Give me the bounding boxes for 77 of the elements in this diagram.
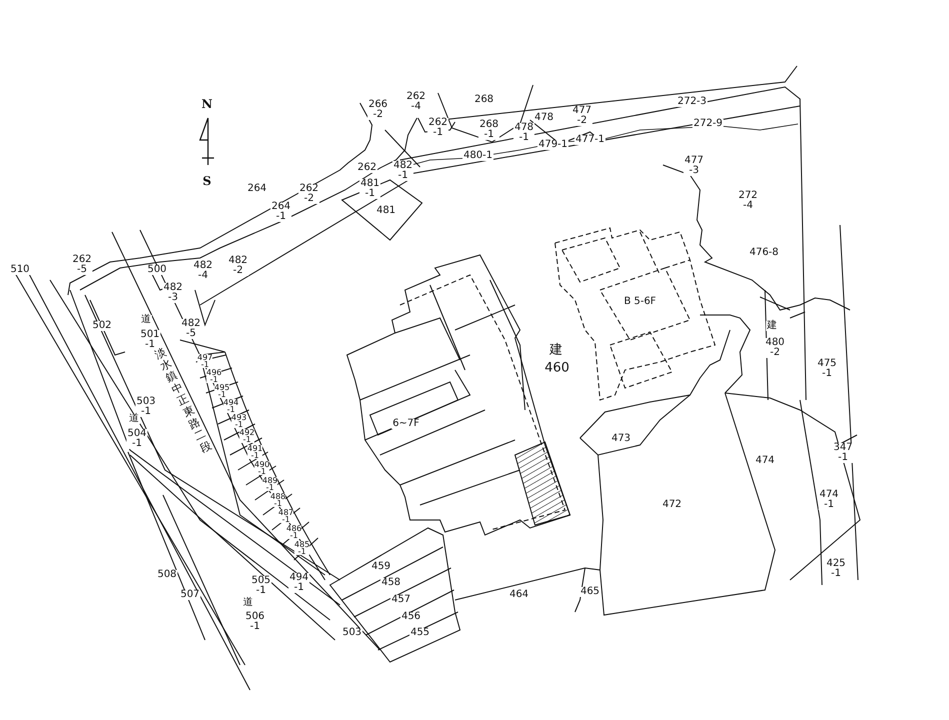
parcel-label: 460 xyxy=(544,362,570,374)
parcel-label: 480 -2 xyxy=(764,338,786,358)
parcel-label: 6~7F xyxy=(392,419,420,429)
parcel-label: 480-1 xyxy=(462,151,494,161)
parcel-label: 425 -1 xyxy=(825,559,847,579)
parcel-label: B 5-6F xyxy=(622,297,658,307)
parcel-label: 506 -1 xyxy=(244,612,266,632)
parcel-label: 496 -1 xyxy=(206,369,222,383)
parcel-label: 266 -2 xyxy=(367,100,389,120)
parcel-label: 482 -3 xyxy=(162,283,184,303)
parcel-label: 502 xyxy=(91,321,113,331)
parcel-label: 473 xyxy=(610,434,632,444)
parcel-label: 474 xyxy=(754,456,776,466)
parcel-label: 494 -1 xyxy=(223,399,239,413)
parcel-label: 482 -1 xyxy=(392,161,414,181)
parcel-label: 272 -4 xyxy=(737,191,759,211)
parcel-label: 507 xyxy=(179,590,201,600)
parcel-label: 508 xyxy=(156,570,178,580)
parcel-label: 489 -1 xyxy=(262,477,278,491)
parcel-label: 486 -1 xyxy=(286,525,302,539)
parcel-label: 262 -2 xyxy=(298,184,320,204)
parcel-label: 建 xyxy=(766,321,778,331)
parcel-label: 510 xyxy=(9,265,31,275)
parcel-label: 456 xyxy=(400,612,422,622)
parcel-label: 495 -1 xyxy=(214,384,230,398)
parcel-label: 264 xyxy=(246,184,268,194)
parcel-label: 道 xyxy=(242,598,254,608)
parcel-label: 262 -4 xyxy=(405,92,427,112)
parcel-label: 458 xyxy=(380,578,402,588)
parcel-label: 481 xyxy=(375,206,397,216)
parcel-label: 488 -1 xyxy=(270,493,286,507)
parcel-label: 497 -1 xyxy=(197,354,213,368)
parcel-label: 478 -1 xyxy=(513,123,535,143)
parcel-label: 476-8 xyxy=(748,248,780,258)
parcel-label: 262 -5 xyxy=(71,255,93,275)
parcel-label: 491 -1 xyxy=(247,445,263,459)
parcel-label: 492 -1 xyxy=(239,429,255,443)
parcel-label: 455 xyxy=(409,628,431,638)
compass-letter: S xyxy=(202,176,212,186)
parcel-label: 347 -1 xyxy=(832,443,854,463)
parcel-label: 474 -1 xyxy=(818,490,840,510)
parcel-label: 493 -1 xyxy=(231,414,247,428)
parcel-label: 272-9 xyxy=(692,119,724,129)
parcel-label: 472 xyxy=(661,500,683,510)
parcel-label: 475 -1 xyxy=(816,359,838,379)
compass-letter: N xyxy=(200,99,214,109)
parcel-label: 272-3 xyxy=(676,97,708,107)
parcel-label: 262 -1 xyxy=(427,118,449,138)
parcel-label: 482 -4 xyxy=(192,261,214,281)
parcel-label: 490 -1 xyxy=(254,461,270,475)
parcel-label: 268 xyxy=(473,95,495,105)
parcel-label: 道 xyxy=(140,315,152,325)
parcel-label: 481 -1 xyxy=(359,179,381,199)
parcel-label: 504 -1 xyxy=(126,429,148,449)
parcel-label: 485 -1 xyxy=(294,541,310,555)
parcel-label: 264 -1 xyxy=(270,202,292,222)
parcel-label: 500 xyxy=(146,265,168,275)
parcel-label: 482 -2 xyxy=(227,256,249,276)
parcel-label: 268 -1 xyxy=(478,120,500,140)
parcel-label: 505 -1 xyxy=(250,576,272,596)
parcel-label: 477 -2 xyxy=(571,106,593,126)
parcel-label: 465 xyxy=(579,587,601,597)
parcel-label: 501 -1 xyxy=(139,330,161,350)
parcel-label: 503 xyxy=(341,628,363,638)
parcel-label: 487 -1 xyxy=(278,509,294,523)
parcel-label: 494 -1 xyxy=(288,573,310,593)
parcel-label: 建 xyxy=(548,344,564,356)
parcel-label: 479-1 xyxy=(537,140,569,150)
parcel-label: 道 xyxy=(128,414,140,424)
parcel-label: 262 xyxy=(356,163,378,173)
parcel-label: 482 -5 xyxy=(180,319,202,339)
parcel-label: 464 xyxy=(508,590,530,600)
parcel-label: 459 xyxy=(370,562,392,572)
parcel-label: 477 -3 xyxy=(683,156,705,176)
parcel-label: 457 xyxy=(390,595,412,605)
parcel-label: 478 xyxy=(533,113,555,123)
parcel-label: 477-1 xyxy=(574,135,606,145)
